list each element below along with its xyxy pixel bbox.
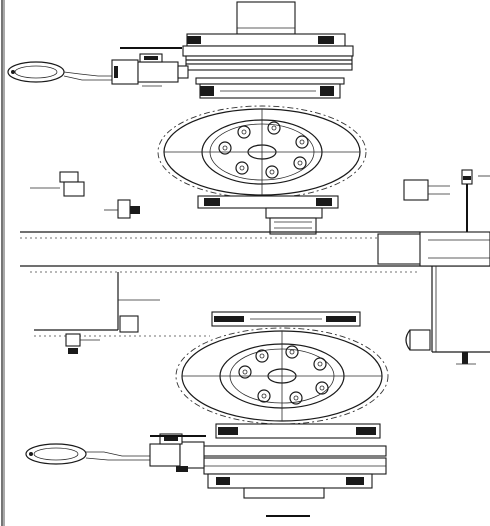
bottom-bolt-circle [238,345,329,405]
left-bracket-upper [30,171,140,219]
right-lower-fitting [405,329,476,365]
bottom-wheel-top-plate [211,311,361,327]
bottom-sensor-assembly [25,433,206,472]
bottom-wheel-base [201,423,387,499]
frame-left-edge [1,0,5,526]
top-wheel-base [197,195,339,235]
top-sensor-assembly [7,53,189,87]
bottom-flywheel [175,327,389,425]
right-upper-fitting [403,179,450,201]
lower-left-body [34,272,210,354]
top-bolt-circle [218,121,309,179]
top-flywheel [157,105,367,199]
center-frame [20,231,490,353]
top-motor-housing [182,1,354,99]
